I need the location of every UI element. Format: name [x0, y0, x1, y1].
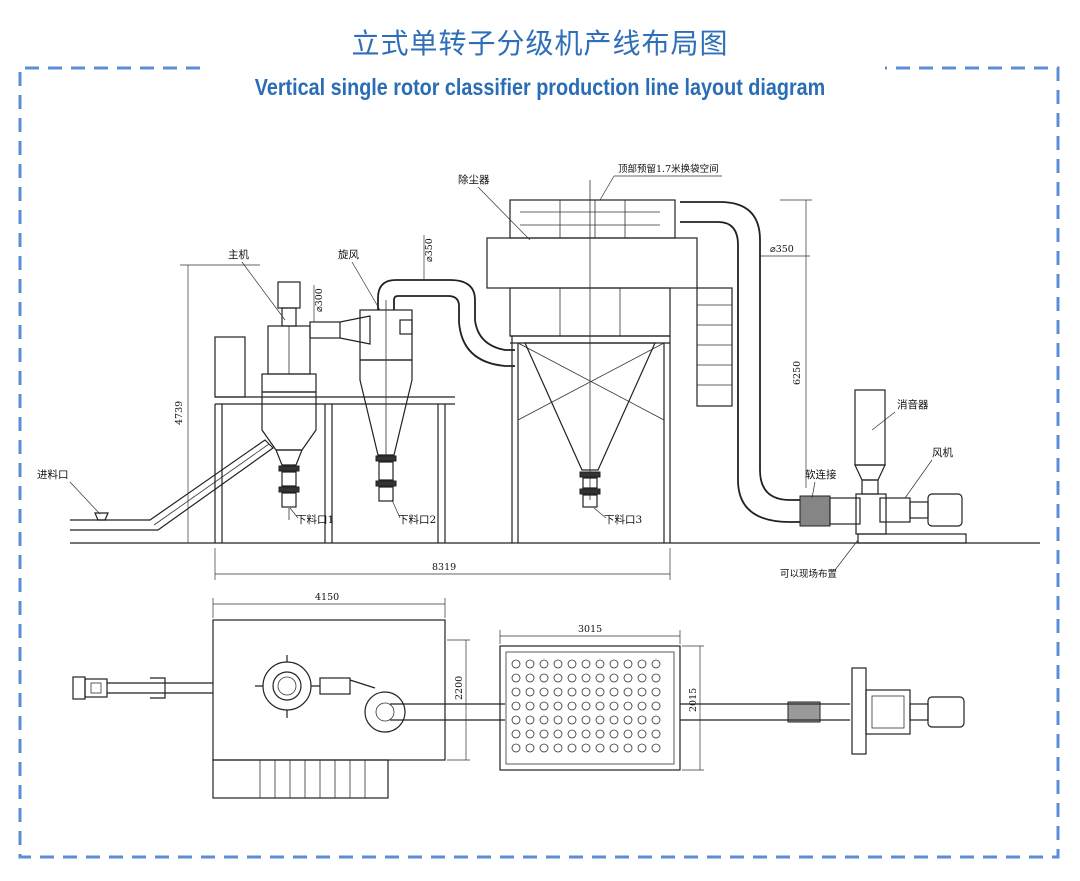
exhaust-duct	[680, 201, 861, 527]
feed-conveyor	[70, 439, 274, 531]
label-feed-inlet: 进料口	[37, 468, 69, 481]
dim-d300-label: ⌀300	[314, 288, 325, 312]
dim-4739: 4739	[174, 264, 260, 543]
label-cyclone: 旋风	[338, 248, 359, 261]
label-main-machine: 主机	[228, 248, 249, 261]
label-fan: 风机	[932, 446, 953, 459]
dim-2200-label: 2200	[454, 676, 465, 700]
title-chinese: 立式单转子分级机产线布局图	[351, 27, 729, 60]
label-dust-collector: 除尘器	[458, 173, 490, 186]
fan-unit	[854, 389, 967, 544]
dim-3015-label: 3015	[578, 624, 602, 635]
dashed-frame	[18, 66, 1060, 859]
label-outlet-2: 下料口2	[398, 513, 436, 526]
dim-4739-label: 4739	[174, 401, 185, 425]
dim-8319: 8319	[214, 548, 671, 580]
dim-2015-label: 2015	[688, 688, 699, 712]
label-silencer: 消音器	[897, 398, 929, 411]
label-outlet-1: 下料口1	[296, 513, 334, 526]
dim-8319-label: 8319	[432, 562, 456, 573]
cyclone-separator	[359, 279, 515, 502]
dim-d350-right-label: ⌀350	[770, 244, 794, 255]
plan-view: 4150 3015 2200 2015	[72, 592, 965, 799]
dim-4150-label: 4150	[315, 592, 339, 603]
label-on-site-layout: 可以现场布置	[780, 568, 837, 580]
dim-6250-label: 6250	[792, 361, 803, 385]
filter-bag-grid	[511, 659, 661, 753]
elevation-view: 4739 6250 8319 ⌀300 ⌀350 ⌀350 主机 旋风 除尘器 …	[37, 163, 1040, 580]
dim-6250: 6250	[780, 199, 812, 488]
main-machine-frame	[214, 336, 455, 543]
motor-icon	[277, 281, 301, 309]
dim-d350-top-label: ⌀350	[424, 238, 435, 262]
label-top-space: 顶部预留1.7米换袋空间	[618, 163, 719, 175]
classifier-main-machine	[261, 281, 371, 520]
title-english: Vertical single rotor classifier product…	[254, 74, 826, 100]
label-soft-joint: 软连接	[805, 468, 837, 481]
dust-collector	[486, 180, 733, 543]
label-outlet-3: 下料口3	[604, 513, 642, 526]
